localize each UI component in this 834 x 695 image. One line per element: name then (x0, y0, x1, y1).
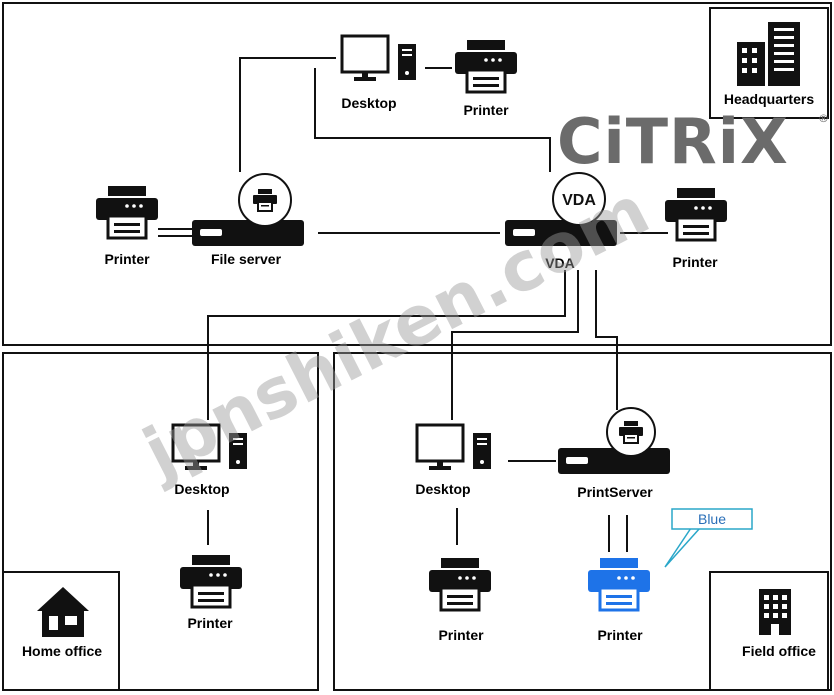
field-desktop: Desktop (415, 423, 493, 497)
field-blue-printer-label: Printer (597, 627, 643, 643)
hq-desktop: Desktop (340, 34, 418, 111)
blue-callout: Blue (664, 508, 753, 568)
home-desktop: Desktop (171, 423, 249, 497)
hq-left-printer: Printer (94, 184, 160, 267)
field-printer-label: Printer (438, 627, 484, 643)
blue-callout-text: Blue (698, 511, 726, 527)
hq-right-printer: Printer (663, 186, 729, 270)
vda-badge-icon (552, 172, 606, 226)
citrix-logo: CiTRiX ® (557, 105, 829, 178)
home-printer: Printer (178, 553, 244, 631)
field-office-label: Field office (742, 643, 816, 659)
field-blue-printer: Printer (586, 556, 652, 643)
print-server: PrintServer (558, 407, 670, 500)
vda: VDA VDA (505, 172, 617, 271)
watermark-text: jpnshiken.com (129, 171, 661, 494)
headquarters-building-icon (737, 22, 800, 86)
home-desktop-label: Desktop (174, 481, 229, 497)
hq-top-printer: Printer (453, 38, 519, 118)
home-office-label: Home office (22, 643, 102, 659)
registered-mark: ® (818, 112, 829, 125)
file-server-label: File server (211, 251, 282, 267)
field-printer: Printer (427, 556, 493, 643)
field-desktop-label: Desktop (415, 481, 470, 497)
home-icon (37, 587, 89, 637)
connections (158, 57, 668, 552)
file-server: File server (192, 173, 304, 267)
hq-top-printer-label: Printer (463, 102, 509, 118)
home-printer-label: Printer (187, 615, 233, 631)
headquarters-label: Headquarters (724, 91, 814, 107)
print-server-label: PrintServer (577, 484, 653, 500)
citrix-logo-text: CiTRiX (557, 105, 789, 178)
vda-label: VDA (545, 255, 575, 271)
hq-desktop-label: Desktop (341, 95, 396, 111)
hq-left-printer-label: Printer (104, 251, 150, 267)
hq-right-printer-label: Printer (672, 254, 718, 270)
vda-badge-text: VDA (562, 192, 596, 209)
field-office-building-icon (759, 589, 791, 635)
